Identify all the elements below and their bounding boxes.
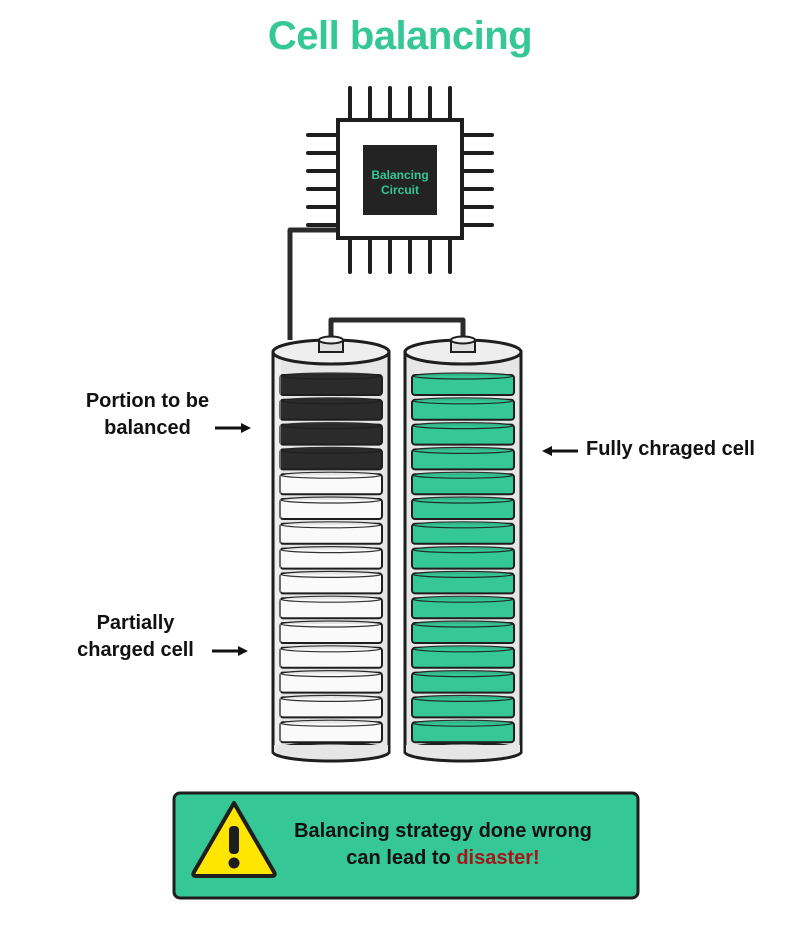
cell-segment	[411, 422, 515, 446]
portion-label-line1: Portion to be	[85, 390, 210, 412]
cell-segment	[279, 669, 383, 694]
wires	[287, 227, 466, 345]
warning-line2: can lead to disaster!	[268, 845, 618, 872]
cell-segment	[411, 446, 515, 471]
fully-charged-label: Fully chraged cell	[586, 438, 755, 460]
partial-label-line1: Partially	[96, 612, 175, 634]
chip-label-line1: Balancing	[371, 168, 429, 182]
cell-segment	[411, 620, 515, 644]
cell-segment	[411, 397, 515, 421]
cell-segment	[411, 521, 515, 545]
warning-emphasis: disaster!	[456, 847, 540, 869]
cell-segment	[279, 719, 383, 744]
cell-segment	[411, 719, 515, 744]
left-cell-segments	[279, 372, 383, 744]
arrow-right-icon	[215, 423, 251, 433]
partial-label-line2: charged cell	[77, 639, 194, 661]
cell-segment	[279, 545, 383, 570]
portion-to-balance-label: Portion to be balanced	[60, 388, 235, 442]
wire-between-cells	[328, 317, 466, 345]
fully-charged-cell	[403, 335, 523, 763]
partially-charged-cell	[271, 335, 391, 763]
cell-segment	[411, 694, 515, 719]
warning-line1: Balancing strategy done wrong	[294, 820, 592, 842]
page-title: Cell balancing	[267, 14, 533, 58]
cell-segment	[411, 595, 515, 620]
chip-label-line2: Circuit	[380, 183, 419, 197]
arrow-left-icon	[542, 446, 578, 456]
cell-segment	[411, 471, 515, 496]
chip-label: Balancing Circuit	[362, 168, 438, 198]
wire-chip-to-left-cell	[287, 227, 340, 340]
cell-segment	[411, 570, 515, 595]
cell-segment	[279, 422, 383, 446]
balancing-chip	[336, 118, 464, 240]
arrows	[212, 423, 578, 656]
arrow-right-icon	[212, 646, 248, 656]
right-cell-segments	[411, 372, 515, 744]
partially-charged-label: Partially charged cell	[58, 610, 213, 664]
cell-segment	[279, 620, 383, 644]
chip-pins	[306, 86, 494, 274]
cell-segment	[411, 669, 515, 694]
cell-segment	[279, 595, 383, 620]
warning-icon	[191, 801, 277, 878]
warning-line2-prefix: can lead to	[346, 847, 457, 869]
cell-segment	[279, 521, 383, 545]
cell-segment	[279, 496, 383, 520]
cell-segment	[279, 645, 383, 669]
cell-segment	[279, 570, 383, 595]
cell-segment	[279, 397, 383, 421]
portion-label-line2: balanced	[104, 417, 191, 439]
cell-segment	[411, 372, 515, 396]
cell-segment	[411, 645, 515, 669]
warning-banner	[172, 791, 640, 900]
cell-segment	[411, 496, 515, 520]
cell-segment	[279, 446, 383, 471]
cell-segment	[279, 372, 383, 396]
cell-segment	[279, 471, 383, 496]
warning-message: Balancing strategy done wrong can lead t…	[268, 818, 618, 872]
cell-segment	[279, 694, 383, 719]
cell-segment	[411, 545, 515, 570]
